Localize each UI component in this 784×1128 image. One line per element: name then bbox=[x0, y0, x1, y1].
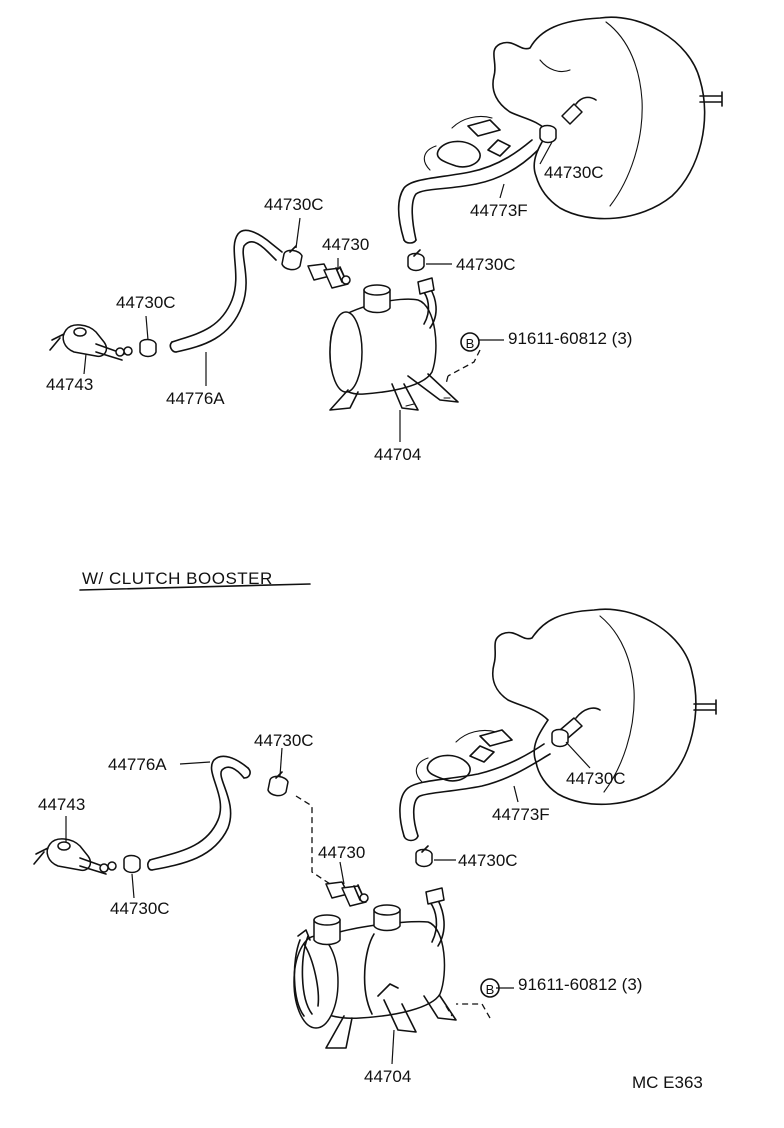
label-44704-upper: 44704 bbox=[374, 445, 421, 464]
label-44730-upper: 44730 bbox=[322, 235, 369, 254]
hose-44773f-upper bbox=[397, 139, 539, 241]
label-44704-lower: 44704 bbox=[364, 1067, 411, 1086]
hose-44776a-upper bbox=[171, 229, 283, 353]
bolt-symbol-lower: B bbox=[486, 982, 495, 997]
label-44730c-left-upper: 44730C bbox=[116, 293, 176, 312]
label-bolt-lower: 91611-60812 (3) bbox=[518, 975, 642, 994]
label-44776a-lower: 44776A bbox=[108, 755, 167, 774]
clamp-tank-lower bbox=[415, 848, 433, 868]
bolt-leader-upper bbox=[445, 349, 481, 385]
bolt-symbol-upper: B bbox=[466, 336, 475, 351]
bolt-symbol-circle-lower bbox=[480, 978, 500, 998]
label-44743-lower: 44743 bbox=[38, 795, 85, 814]
bolt-symbol-circle-upper bbox=[460, 332, 480, 352]
label-44773f-upper: 44773F bbox=[470, 201, 528, 220]
clamp-hose-top-upper bbox=[281, 249, 303, 271]
check-valve-lower bbox=[325, 881, 369, 907]
lower-assembly: 44776A 44730C 44743 44730C 44730 44730C … bbox=[33, 608, 717, 1086]
label-44730c-top-lower: 44730C bbox=[254, 731, 314, 750]
section-title: W/ CLUTCH BOOSTER bbox=[82, 569, 273, 588]
clamp-hose-top-lower bbox=[267, 775, 289, 797]
dash-clamp-to-valve-lower bbox=[295, 795, 331, 885]
label-44730c-left-lower: 44730C bbox=[110, 899, 170, 918]
label-44730c-tank-upper: 44730C bbox=[456, 255, 516, 274]
clamp-left-lower bbox=[123, 854, 141, 874]
vacuum-tank-lower bbox=[293, 887, 457, 1049]
figure-code: MC E363 bbox=[632, 1073, 703, 1092]
label-44730c-top-upper: 44730C bbox=[264, 195, 324, 214]
brake-booster-upper bbox=[423, 16, 723, 220]
fitting-44743-upper bbox=[49, 324, 133, 361]
upper-assembly: 44730C 44730 44730C 44743 44776A 44730C … bbox=[46, 16, 723, 464]
hose-44776a-lower bbox=[149, 755, 249, 871]
hose-44773f-lower bbox=[399, 743, 551, 837]
label-44730c-tank-lower: 44730C bbox=[458, 851, 518, 870]
label-44743-upper: 44743 bbox=[46, 375, 93, 394]
label-44776a-upper: 44776A bbox=[166, 389, 225, 408]
label-44730c-booster-lower: 44730C bbox=[566, 769, 626, 788]
label-44773f-lower: 44773F bbox=[492, 805, 550, 824]
bolt-leader-lower bbox=[445, 1003, 491, 1019]
fitting-44743-lower bbox=[33, 838, 117, 875]
label-44730-lower: 44730 bbox=[318, 843, 365, 862]
vacuum-tank-upper bbox=[329, 277, 459, 411]
clamp-tank-upper bbox=[407, 252, 425, 272]
label-44730c-booster-upper: 44730C bbox=[544, 163, 604, 182]
check-valve-upper bbox=[307, 263, 351, 289]
clamp-left-upper bbox=[139, 338, 157, 358]
label-bolt-upper: 91611-60812 (3) bbox=[508, 329, 632, 348]
brake-booster-lower bbox=[415, 608, 717, 806]
section-title-underline bbox=[79, 583, 311, 591]
